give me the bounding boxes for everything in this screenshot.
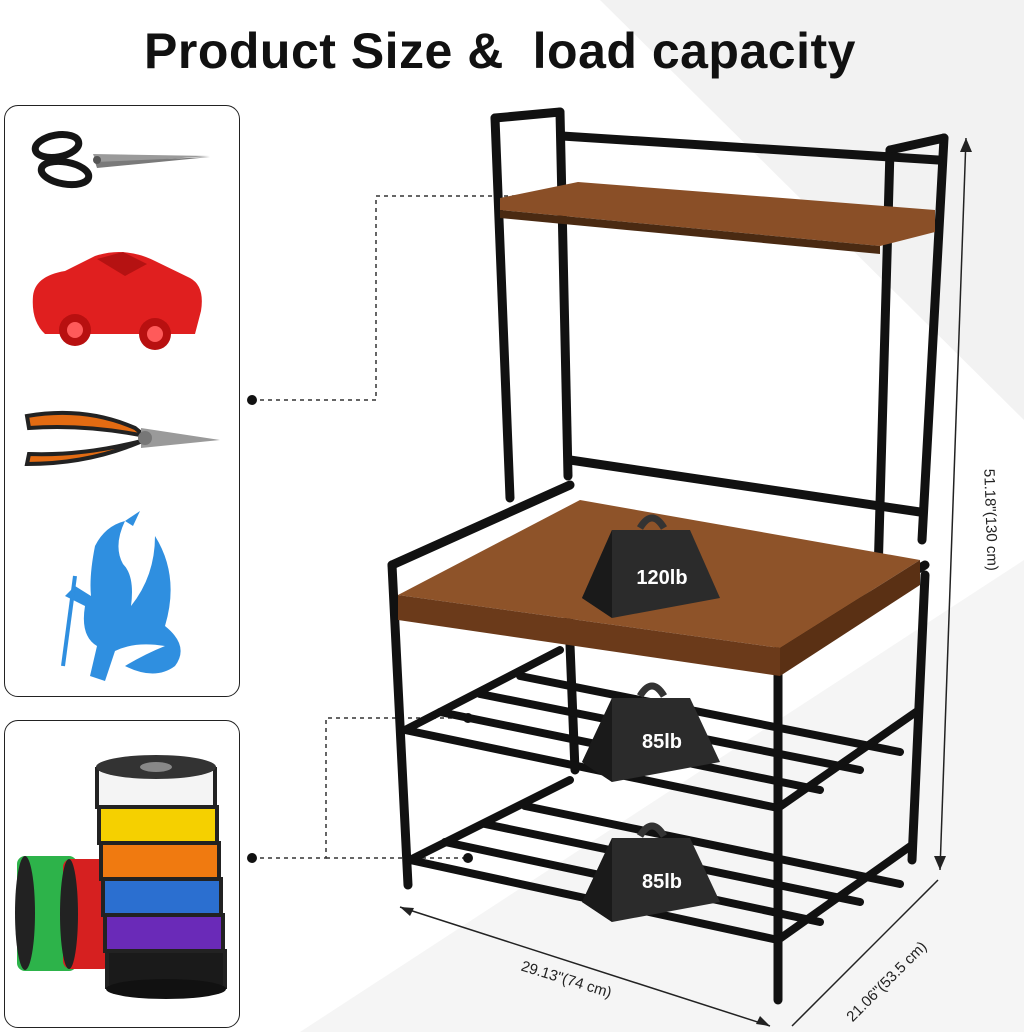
bottom-load-label: 85lb — [642, 871, 682, 893]
dimension-lines — [399, 137, 967, 1027]
toy-car-icon — [32, 252, 202, 350]
weight-desktop-icon — [582, 514, 720, 618]
desktop-load-label: 120lb — [636, 567, 687, 589]
scissors-icon — [31, 131, 210, 189]
printed-items-panel — [4, 105, 240, 697]
top-shelf — [500, 182, 935, 246]
middle-load-label: 85lb — [642, 731, 682, 753]
weight-middle-icon — [582, 682, 720, 782]
pliers-icon — [24, 410, 220, 467]
depth-dimension: 21.06"(53.5 cm) — [843, 938, 930, 1025]
height-dimension: 51.18"(130 cm) — [980, 469, 1001, 572]
filament-panel — [4, 720, 240, 1028]
filament-spool-icon — [15, 755, 227, 999]
width-dimension: 29.13"(74 cm) — [519, 958, 614, 1002]
rack-frame — [387, 107, 949, 1005]
page-title: Product Size & load capacity — [144, 23, 856, 79]
weight-bottom-icon — [582, 822, 720, 922]
dragon-figure-icon — [61, 511, 181, 681]
